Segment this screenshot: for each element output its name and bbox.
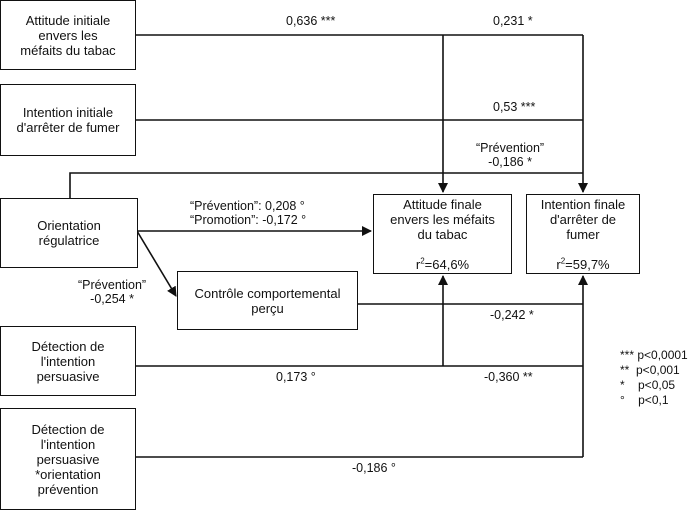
legend-item: *** p<0,0001 [620, 348, 688, 362]
coef-orientation-att-fin-prevention: “Prévention”: 0,208 ° [190, 199, 305, 213]
coef-detection-att-fin: 0,173 ° [276, 370, 316, 384]
legend-item: ** p<0,001 [620, 363, 680, 377]
coef-orientation-controle: “Prévention” -0,254 * [78, 278, 147, 306]
coef-orientation-att-fin-promotion: “Promotion”: -0,172 ° [190, 213, 307, 227]
attitude-finale-r2: r2=64,6% [415, 256, 470, 272]
coef-att-init-int-fin: 0,231 * [493, 14, 533, 28]
attitude-finale-label: Attitude finale envers les méfaits du ta… [390, 196, 495, 242]
coef-detection-orientation-int-fin: -0,186 ° [352, 461, 396, 475]
legend-item: * p<0,05 [620, 378, 676, 392]
intention-finale-r2: r2=59,7% [556, 256, 610, 272]
coef-att-init-att-fin: 0,636 *** [286, 14, 336, 28]
path-orientation-top [69, 172, 583, 198]
box-attitude-initiale: Attitude initiale envers les méfaits du … [0, 0, 136, 70]
coef-controle-int-fin: -0,242 * [490, 308, 534, 322]
legend-item: ° p<0,1 [620, 393, 669, 407]
intention-finale-label: Intention finale d'arrêter de fumer [540, 196, 626, 242]
significance-legend: *** p<0,0001 ** p<0,001 * p<0,05 ° p<0,1 [620, 348, 688, 408]
box-detection-intention: Détection de l'intention persuasive [0, 326, 136, 396]
coef-orientation-int-fin: “Prévention” -0,186 * [476, 141, 545, 169]
box-controle-comportemental: Contrôle comportemental perçu [177, 271, 358, 330]
box-attitude-finale: Attitude finale envers les méfaits du ta… [373, 194, 512, 274]
box-orientation-regulatrice: Orientation régulatrice [0, 198, 138, 268]
box-intention-finale: Intention finale d'arrêter de fumer r2=5… [526, 194, 640, 274]
coef-detection-int-fin: -0,360 ** [484, 370, 533, 384]
box-intention-initiale: Intention initiale d'arrêter de fumer [0, 84, 136, 156]
coef-int-init-int-fin: 0,53 *** [493, 100, 536, 114]
arrow-orientation-to-controle [136, 230, 177, 297]
box-detection-orientation: Détection de l'intention persuasive *ori… [0, 408, 136, 510]
